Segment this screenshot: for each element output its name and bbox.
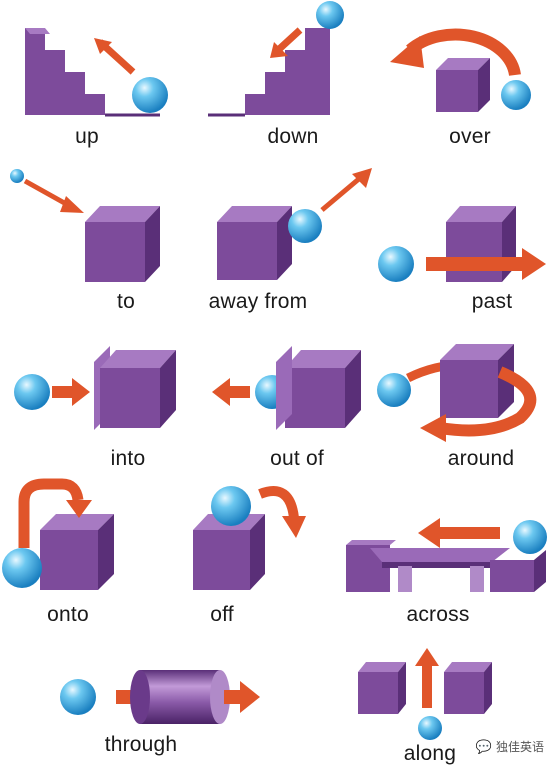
ball-icon (418, 716, 442, 740)
arrow-icon (23, 178, 70, 208)
label-onto: onto (47, 603, 89, 626)
off-illustration (193, 486, 306, 590)
ball-icon (377, 373, 411, 407)
arrow-icon (438, 527, 500, 539)
label-through: through (104, 733, 178, 756)
label-over: over (449, 125, 491, 148)
ball-icon (14, 374, 50, 410)
staircase-shape (25, 28, 105, 115)
chat-bubble-icon: 💬 (475, 738, 492, 754)
label-to: to (117, 290, 135, 313)
ball-icon (132, 77, 168, 113)
into-illustration (14, 346, 176, 430)
arrow-icon (224, 690, 242, 704)
label-off: off (210, 603, 234, 626)
onto-illustration (2, 478, 114, 590)
arrow-icon (258, 486, 299, 519)
cube-icon (100, 368, 160, 428)
ball-icon (10, 169, 24, 183)
arrow-icon (426, 257, 526, 271)
away-from-illustration (217, 168, 372, 280)
through-illustration (60, 670, 260, 724)
label-down: down (267, 125, 319, 148)
ball-icon (501, 80, 531, 110)
bridge-shape (370, 548, 510, 562)
cube-icon (217, 222, 277, 280)
cube-icon (436, 70, 478, 112)
watermark: 💬 独佳英语 (476, 738, 544, 755)
around-illustration (377, 344, 537, 442)
watermark-text: 独佳英语 (495, 740, 544, 754)
cube-icon (40, 530, 98, 590)
label-past: past (471, 290, 513, 313)
cube-icon (285, 368, 345, 428)
label-up: up (75, 125, 99, 148)
label-into: into (110, 447, 146, 470)
tube-shape (140, 670, 220, 724)
ball-icon (378, 246, 414, 282)
label-around: around (447, 447, 515, 470)
label-across: across (406, 603, 470, 626)
label-away-from: away from (208, 290, 308, 313)
down-illustration (208, 1, 344, 117)
label-along: along (403, 742, 457, 765)
ball-icon (288, 209, 322, 243)
label-out-of: out of (270, 447, 324, 470)
arrow-icon (18, 478, 84, 548)
ball-icon (2, 548, 42, 588)
cube-icon (85, 222, 145, 282)
ball-icon (513, 520, 547, 554)
out-of-illustration (212, 346, 361, 430)
arrow-icon (228, 386, 250, 398)
ball-icon (211, 486, 251, 526)
cube-icon (193, 530, 250, 590)
ball-icon (316, 1, 344, 29)
to-illustration (10, 169, 160, 282)
cube-icon (440, 360, 498, 418)
arrow-icon (422, 664, 432, 708)
arrow-icon (439, 366, 537, 437)
staircase-shape (210, 28, 330, 115)
arrow-icon (406, 28, 521, 77)
past-illustration (378, 206, 546, 282)
across-illustration (346, 518, 547, 592)
ball-icon (60, 679, 96, 715)
over-illustration (390, 28, 531, 112)
arrow-icon (320, 176, 362, 212)
arrow-icon (52, 386, 74, 398)
up-illustration (25, 28, 168, 117)
